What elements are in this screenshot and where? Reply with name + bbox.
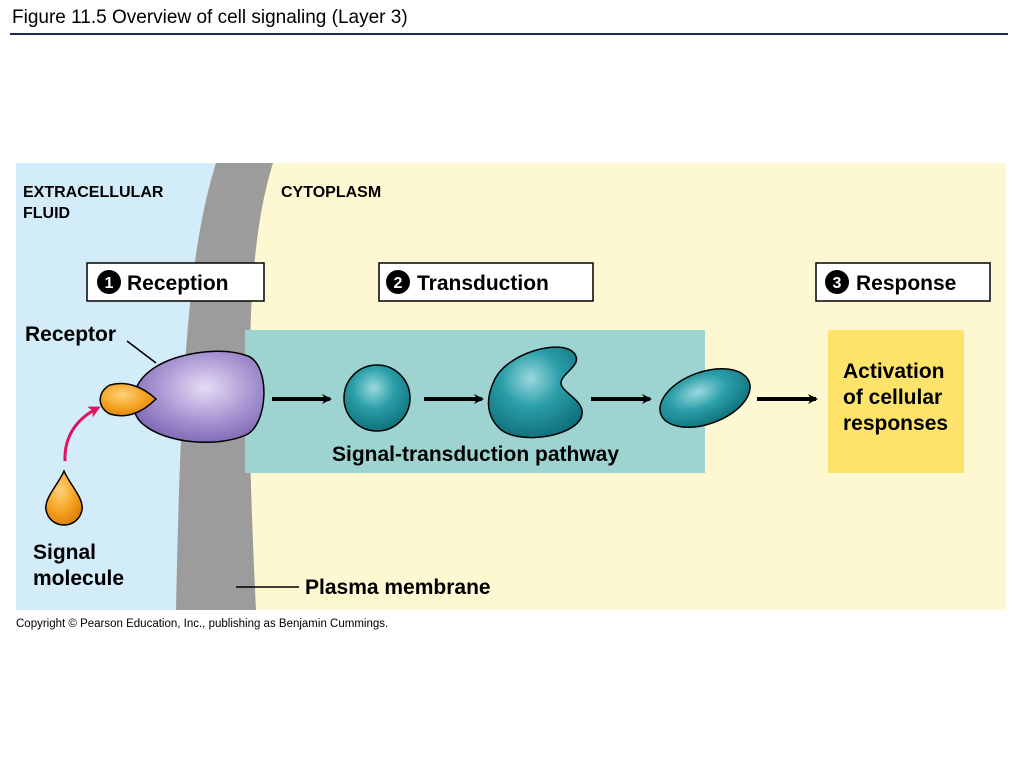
stage-label: Response bbox=[856, 272, 956, 295]
relay-molecule-1 bbox=[343, 364, 411, 432]
signal-label-line1: Signal bbox=[33, 541, 96, 564]
bound-signal-molecule bbox=[99, 382, 158, 417]
extracellular-label-line2: FLUID bbox=[23, 205, 70, 222]
stage-number: 2 bbox=[394, 275, 403, 292]
signal-molecule-icon bbox=[45, 469, 83, 526]
binding-arrow bbox=[63, 406, 101, 462]
title-divider bbox=[10, 33, 1008, 35]
stage-number-badge bbox=[386, 270, 410, 294]
receptor-label: Receptor bbox=[25, 323, 116, 346]
stage-reception-header: 1 Reception bbox=[86, 262, 265, 302]
extracellular-label-line1: EXTRACELLULAR bbox=[23, 184, 164, 201]
stage-number-badge bbox=[97, 270, 121, 294]
pathway-label: Signal-transduction pathway bbox=[332, 443, 619, 466]
cellular-response-box bbox=[828, 330, 964, 473]
stage-label: Reception bbox=[127, 272, 229, 295]
copyright-notice: Copyright © Pearson Education, Inc., pub… bbox=[16, 618, 389, 630]
cell-signaling-diagram: EXTRACELLULAR FLUID CYTOPLASM 1 Receptio… bbox=[16, 163, 1006, 610]
page-title: Figure 11.5 Overview of cell signaling (… bbox=[12, 7, 408, 28]
stage-label: Transduction bbox=[417, 272, 549, 295]
stage-transduction-header: 2 Transduction bbox=[378, 262, 594, 302]
stage-number: 1 bbox=[105, 275, 114, 292]
receptor-leader-line bbox=[126, 340, 157, 364]
response-line3: responses bbox=[843, 412, 948, 435]
cytoplasm-label: CYTOPLASM bbox=[281, 184, 381, 201]
stage-number: 3 bbox=[833, 275, 842, 292]
signal-label-line2: molecule bbox=[33, 567, 124, 590]
stage-response-header: 3 Response bbox=[815, 262, 991, 302]
response-line1: Activation bbox=[843, 360, 945, 383]
relay-molecule-3 bbox=[659, 368, 751, 428]
relay-molecule-2 bbox=[487, 346, 583, 439]
membrane-label: Plasma membrane bbox=[305, 576, 491, 599]
receptor-protein bbox=[132, 350, 265, 444]
response-line2: of cellular bbox=[843, 386, 942, 409]
stage-number-badge bbox=[825, 270, 849, 294]
